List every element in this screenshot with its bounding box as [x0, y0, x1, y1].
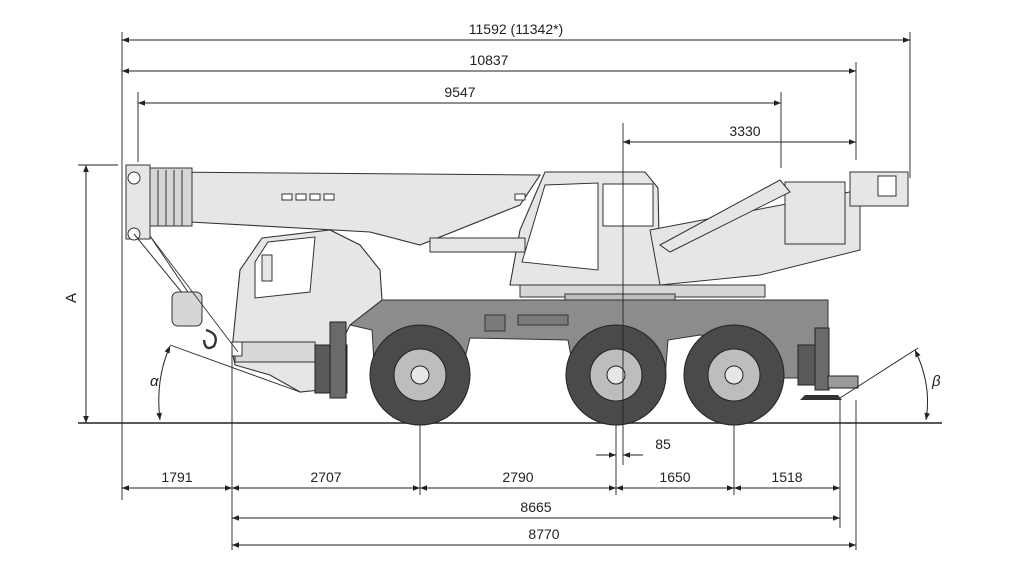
departure-angle-arc [914, 349, 930, 421]
boom-head-section [149, 167, 193, 227]
dim-wheelbase-rear-label: 1650 [659, 469, 690, 485]
boom-head-sheaves [157, 170, 183, 226]
boom-main [159, 171, 542, 246]
slewing-ring [564, 293, 676, 301]
departure-angle-label: β [931, 373, 941, 390]
approach-angle-arc [156, 345, 171, 421]
counterweight [784, 181, 846, 245]
wheel-rear [683, 324, 785, 426]
crane-superstructure [509, 171, 861, 301]
upper-cab-side-window [602, 183, 654, 227]
extension-lines [78, 32, 911, 550]
hook-block [133, 233, 239, 353]
chassis-panel [484, 314, 506, 332]
rear-outrigger-pad [800, 395, 842, 400]
front-outrigger-cylinder [329, 321, 347, 399]
front-step [231, 341, 243, 357]
dim-wheelbase-front-label: 2707 [310, 469, 341, 485]
crane-boom [125, 164, 909, 253]
dim-wheelbase-mid-label: 2790 [502, 469, 533, 485]
cab-window [254, 236, 316, 299]
front-bumper [234, 341, 316, 363]
dim-axle-offset-label: 85 [655, 436, 671, 452]
dim-height-label: A [63, 293, 80, 303]
boom-rear-tip-block [877, 175, 897, 197]
boom-pivot-arm [659, 179, 791, 253]
dim-rear-overhang-top-label: 3330 [729, 123, 760, 139]
hoist-rope [149, 235, 193, 299]
cab-mirror [261, 254, 273, 282]
rear-hitch [827, 375, 859, 389]
boom-tip-pulley [127, 171, 141, 185]
upper-cab-window [521, 182, 599, 271]
hook-cable [149, 235, 239, 353]
departure-angle-line [839, 347, 919, 399]
boom-holes [281, 193, 526, 201]
dim-boom-length-label: 9547 [444, 84, 475, 100]
wheel-front [369, 324, 471, 426]
approach-angle-label: α [150, 373, 159, 390]
dim-total-length-label: 8770 [528, 526, 559, 542]
dim-chassis-length-label: 8665 [520, 499, 551, 515]
chassis-panel [517, 314, 569, 326]
hook [202, 328, 217, 350]
dim-overall-length-label: 11592 (11342*) [469, 21, 563, 37]
rear-outrigger-cylinder [814, 327, 830, 391]
dim-boom-tip-length-label: 10837 [470, 52, 509, 68]
wheel-middle [565, 324, 667, 426]
dim-rear-overhang-label: 1518 [771, 469, 802, 485]
luffing-cylinder [429, 237, 526, 253]
hook-block-body [171, 291, 203, 327]
approach-angle-line [169, 344, 301, 393]
dim-front-overhang-label: 1791 [161, 469, 192, 485]
hoist-rope [133, 233, 189, 301]
